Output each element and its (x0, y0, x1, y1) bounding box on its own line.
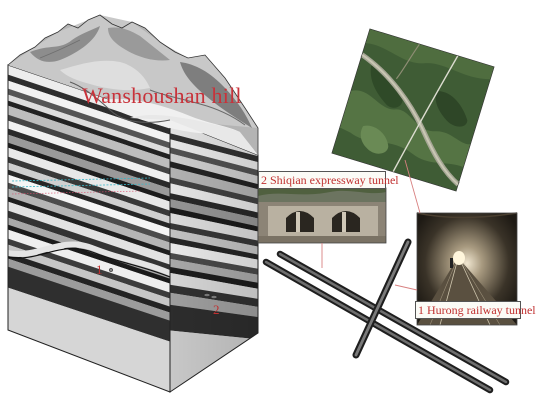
tunnel-1-marker: 1 (96, 262, 103, 277)
leader-lines (321, 159, 421, 291)
expressway-tunnel-label: 2 Shiqian expressway tunnel (258, 171, 399, 189)
satellite-image (331, 28, 495, 192)
railway-tunnel-label: 1 Hurong railway tunnel (415, 301, 536, 319)
wanshoushan-hill-terrain (7, 14, 259, 155)
tunnel-cross-section-marks (109, 268, 218, 299)
tunnel-2-marker: 2 (213, 302, 220, 317)
geology-block-side-face (169, 119, 259, 393)
hill-name-label: Wanshoushan hill (82, 83, 242, 108)
expressway-tunnel-photo (257, 187, 387, 244)
faint-annotation-lines (11, 177, 151, 195)
tunnel-tube-models (262, 238, 510, 394)
